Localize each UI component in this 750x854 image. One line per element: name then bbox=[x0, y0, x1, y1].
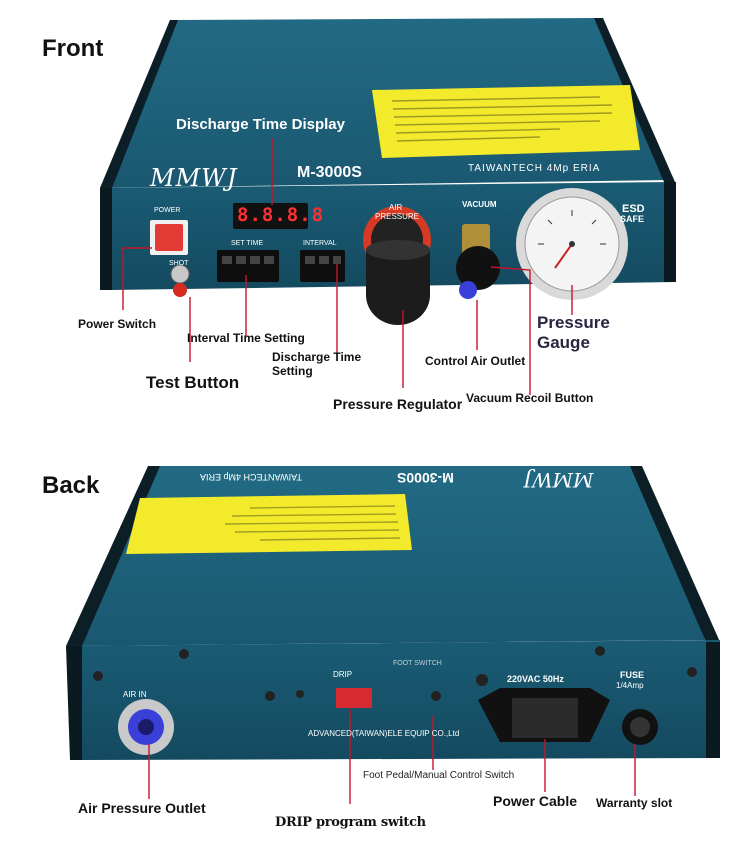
back-lid bbox=[72, 466, 705, 646]
front-maker-text: TAIWANTECH 4Mp ERIA bbox=[468, 163, 601, 174]
vacuum-panel-text: VACUUM bbox=[462, 200, 497, 209]
discharge-time-display-label: Discharge Time Display bbox=[176, 116, 345, 133]
esd-panel-text: ESD bbox=[622, 203, 645, 215]
back-model-text: M-3000S bbox=[397, 470, 454, 486]
interval-panel-text: INTERVAL bbox=[303, 240, 337, 247]
front-title: Front bbox=[42, 35, 104, 62]
front-brand-logo: MMWJ bbox=[150, 164, 238, 192]
pressure-gauge-label-2: Gauge bbox=[537, 333, 590, 352]
power-switch-label: Power Switch bbox=[78, 317, 157, 331]
control-air-outlet-label: Control Air Outlet bbox=[425, 354, 526, 368]
pressure-regulator-label: Pressure Regulator bbox=[333, 396, 463, 412]
test-button-label: Test Button bbox=[146, 373, 240, 392]
voltage-panel-text: 220VAC 50Hz bbox=[507, 674, 564, 684]
shot-panel-text: SHOT bbox=[169, 260, 189, 267]
fuse-rating-panel-text: 1/4Amp bbox=[616, 681, 644, 690]
drip-program-switch-label: DRIP program switch bbox=[275, 815, 426, 830]
interval-time-setting-label: Interval Time Setting bbox=[187, 331, 305, 345]
pressure-panel-text: PRESSURE bbox=[375, 212, 420, 221]
led-digits: 8.8.8.8 bbox=[237, 204, 325, 226]
front-callout-lines bbox=[122, 138, 573, 395]
back-brand-logo: MMWJ bbox=[524, 468, 594, 492]
back-title: Back bbox=[42, 472, 100, 499]
fuse-panel-text: FUSE bbox=[620, 670, 645, 680]
drip-panel-text: DRIP bbox=[333, 670, 353, 679]
power-cable-label: Power Cable bbox=[493, 793, 578, 809]
power-switch bbox=[155, 224, 183, 251]
warranty-slot-label: Warranty slot bbox=[596, 796, 673, 810]
drip-switch bbox=[336, 688, 372, 708]
set-time-switch bbox=[217, 250, 279, 282]
air-in-panel-text: AIR IN bbox=[123, 690, 147, 699]
set-time-panel-text: SET TIME bbox=[231, 240, 264, 247]
front-device-photo bbox=[100, 18, 676, 395]
back-device-photo bbox=[66, 466, 720, 804]
test-button bbox=[173, 283, 187, 297]
front-right-edge bbox=[594, 18, 675, 182]
front-model-text: M-3000S bbox=[297, 164, 362, 181]
air-panel-text: AIR bbox=[389, 203, 403, 212]
pressure-gauge-label-1: Pressure bbox=[537, 313, 610, 332]
led-display bbox=[233, 203, 308, 229]
power-panel-text: POWER bbox=[154, 207, 181, 214]
air-pressure-outlet-label: Air Pressure Outlet bbox=[78, 800, 206, 816]
company-panel-text: ADVANCED(TAIWAN)ELE EQUIP CO.,Ltd bbox=[308, 729, 460, 738]
control-air-outlet bbox=[459, 281, 477, 299]
discharge-time-setting-label-1: Discharge Time bbox=[272, 350, 362, 364]
foot-switch-panel-text: FOOT SWITCH bbox=[393, 660, 442, 667]
back-callout-lines bbox=[148, 709, 636, 804]
vacuum-recoil-button-label: Vacuum Recoil Button bbox=[466, 391, 594, 405]
foot-pedal-label: Foot Pedal/Manual Control Switch bbox=[363, 770, 515, 781]
discharge-time-setting-label-2: Setting bbox=[272, 364, 313, 378]
front-left-edge bbox=[100, 20, 178, 188]
back-maker-text: TAIWANTECH 4Mp ERIA bbox=[200, 472, 303, 482]
interval-switch bbox=[300, 250, 345, 282]
safe-panel-text: SAFE bbox=[620, 214, 645, 224]
vacuum-recoil-button bbox=[456, 246, 500, 290]
